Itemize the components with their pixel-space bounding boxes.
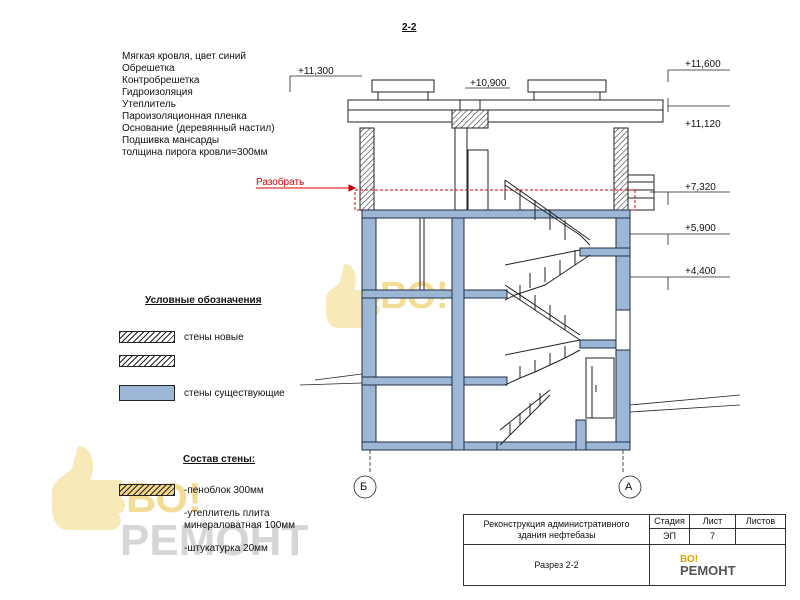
level-label: +11,300 <box>298 66 334 77</box>
wall-composition-item: -пеноблок 300мм <box>184 485 264 496</box>
roof-layer: Утеплитель <box>122 99 176 110</box>
attic-roof <box>347 79 664 211</box>
roof-layers-list: Мягкая кровля, цвет синий Обрешетка Конт… <box>122 51 275 159</box>
wall-composition-item: -утеплитель плита <box>184 508 270 519</box>
roof-layer: Гидроизоляция <box>122 87 193 98</box>
level-label: +7,320 <box>685 182 716 193</box>
wall-composition-item: минераловатная 100мм <box>184 520 296 531</box>
level-label: +11,600 <box>685 59 721 70</box>
axis-label-right: А <box>625 481 633 493</box>
title-block-stage: ЭП <box>650 529 690 545</box>
roof-layer: Подшивка мансарды <box>122 135 220 146</box>
legend-heading: Условные обозначения <box>145 295 262 306</box>
legend-swatch-new <box>119 331 175 343</box>
wall-composition-heading: Состав стены: <box>183 454 256 465</box>
dismantle-marker <box>256 184 636 211</box>
title-block: Реконструкция административного здания н… <box>463 514 786 586</box>
roof-layer: Обрешетка <box>122 63 175 74</box>
logo-top-text: ВО! <box>680 554 699 565</box>
roof-layer: Основание (деревянный настил) <box>122 123 275 134</box>
legend-swatch-new-2 <box>119 355 175 367</box>
roof-layer: Контробрешетка <box>122 75 200 86</box>
level-label: +10,900 <box>470 78 507 89</box>
title-block-sheets-header: Листов <box>736 515 785 529</box>
level-label: +5,900 <box>685 223 716 234</box>
title-block-sheet-header: Лист <box>690 515 736 529</box>
legend-existing-walls: стены существующие <box>184 388 285 399</box>
wall-composition-swatch <box>119 484 175 496</box>
title-block-project: Реконструкция административного здания н… <box>464 515 650 545</box>
roof-layer: толщина пирога кровли=300мм <box>122 147 268 158</box>
logo-bottom-text: РЕМОНТ <box>680 563 736 578</box>
stair-flights <box>499 179 591 446</box>
section-title: 2-2 <box>402 22 417 33</box>
legend-new-walls: стены новые <box>184 332 244 343</box>
roof-layer: Мягкая кровля, цвет синий <box>122 51 246 62</box>
title-block-stage-header: Стадия <box>650 515 690 529</box>
existing-structure <box>361 209 631 451</box>
legend-swatch-existing <box>119 385 175 401</box>
title-block-sheet-name: Разрез 2-2 <box>464 545 650 585</box>
title-block-sheet: 7 <box>690 529 736 545</box>
wall-composition-item: -штукатурка 20мм <box>184 543 268 554</box>
title-block-sheets <box>736 529 785 545</box>
level-label: +11,120 <box>685 119 721 130</box>
roof-layer: Пароизоляционная пленка <box>122 111 247 122</box>
axis-label-left: Б <box>360 481 368 493</box>
dismantle-label: Разобрать <box>256 177 305 188</box>
title-block-logo: ВО! РЕМОНТ <box>650 545 785 585</box>
level-label: +4,400 <box>685 266 716 277</box>
